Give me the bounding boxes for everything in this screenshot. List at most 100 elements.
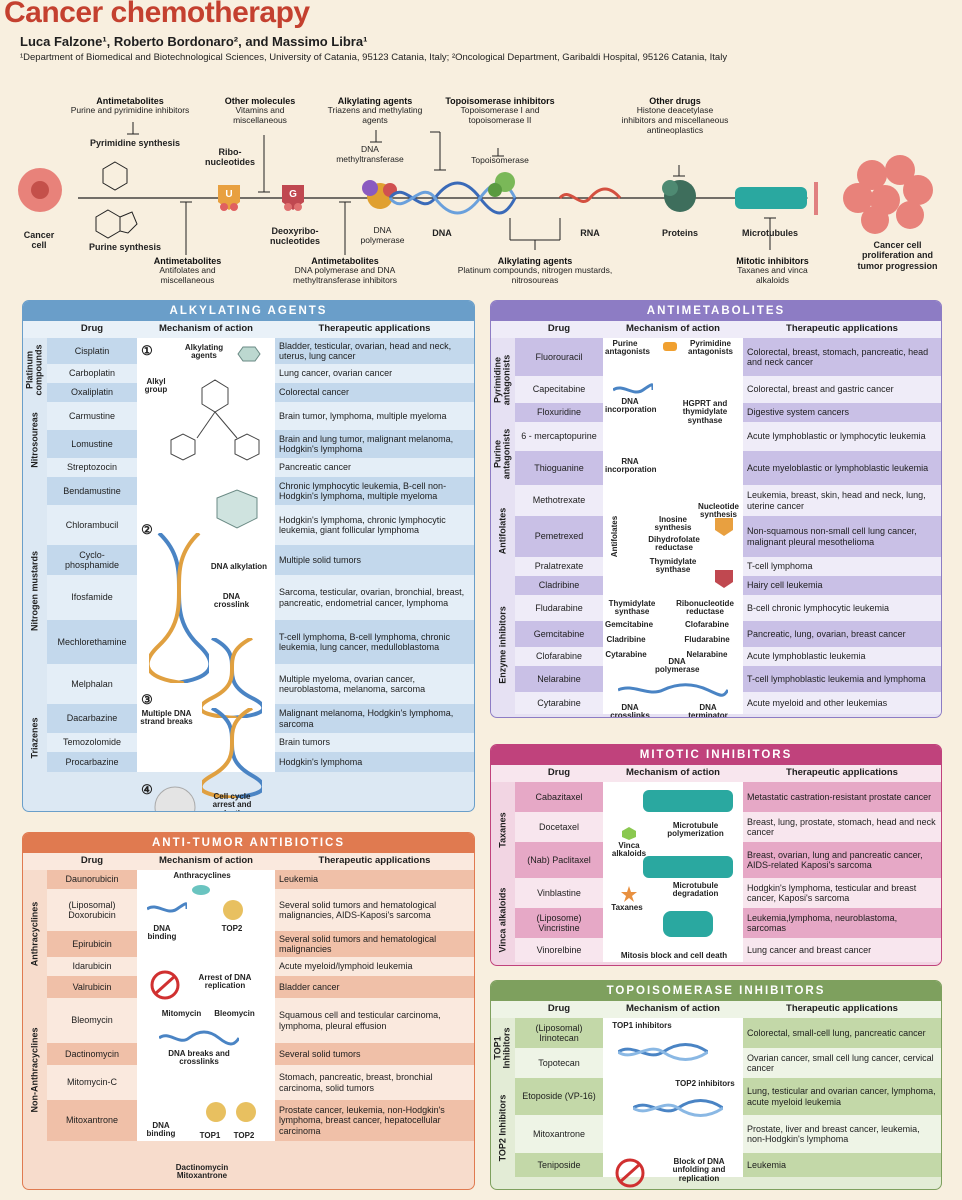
mechanism-label: TOP1 xyxy=(199,1131,221,1140)
therapeutic-application: Brain tumor, lymphoma, multiple myeloma xyxy=(275,402,474,430)
pyrimidine-structure-icon xyxy=(102,161,128,191)
therapeutic-application: Pancreatic cancer xyxy=(275,458,474,477)
drug-name: Teniposide xyxy=(515,1153,603,1177)
mechanism-label: Block of DNA unfolding and replication xyxy=(672,1157,726,1183)
therapeutic-application: Prostate, liver and breast cancer, leuke… xyxy=(743,1115,941,1153)
mechanism-label: Antifolates xyxy=(609,515,619,558)
group-label: TOP1 Inhibitors xyxy=(491,1018,515,1078)
drug-name: Pralatrexate xyxy=(515,557,603,576)
drug-name: Lomustine xyxy=(47,430,137,458)
drug-name: Dactinomycin xyxy=(47,1043,137,1065)
antitumor-panel-title: ANTI-TUMOR ANTIBIOTICS xyxy=(23,833,474,853)
group-label: Nitrosoureas xyxy=(23,402,47,477)
purine-synthesis-label: Purine synthesis xyxy=(88,242,162,252)
mechanism-label: Cell cycle arrest and death xyxy=(212,792,252,811)
microtubule-icon xyxy=(643,790,733,812)
therapeutic-application: Chronic lymphocytic leukemia, B-cell non… xyxy=(275,477,474,505)
dna-methyltransferase-label: DNA methyltransferase xyxy=(336,144,404,164)
protein-icon xyxy=(662,180,696,212)
pyrimidine-synthesis-label: Pyrimidine synthesis xyxy=(89,138,181,148)
mechanism-label: Cladribine xyxy=(606,635,646,644)
mechanism-label: Alkyl group xyxy=(144,377,168,395)
drug-name: Mitomycin-C xyxy=(47,1065,137,1100)
group-label-text: Non-Anthracyclines xyxy=(29,1026,40,1113)
therapeutic-application: Digestive system cancers xyxy=(743,403,941,422)
therapeutic-application: T-cell lymphoma, B-cell lymphoma, chroni… xyxy=(275,620,474,664)
g-nucleotide-icon xyxy=(282,185,304,211)
mechanism-label: Microtubule degradation xyxy=(672,881,719,899)
therapeutic-application: Metastatic castration-resistant prostate… xyxy=(743,782,941,812)
taxane-icon xyxy=(621,886,637,902)
mechanism-label: DNA incorporation xyxy=(605,397,657,415)
mechanism-label: Fludarabine xyxy=(684,635,730,644)
therapeutic-application: Hodgkin's lymphoma, chronic lymphocytic … xyxy=(275,505,474,545)
drug-name: Valrubicin xyxy=(47,976,137,998)
therapeutic-application: Acute myeloid/lymphoid leukemia xyxy=(275,957,474,976)
drug-name: Cisplatin xyxy=(47,338,137,364)
drug-name: Nelarabine xyxy=(515,666,603,692)
drug-name: Streptozocin xyxy=(47,458,137,477)
therapeutic-application: Bladder, testicular, ovarian, head and n… xyxy=(275,338,474,364)
therapeutic-application: Pancreatic, lung, ovarian, breast cancer xyxy=(743,621,941,647)
top1-top2-icon xyxy=(206,1102,256,1122)
mechanism-label: Taxanes xyxy=(611,903,643,912)
drug-name: (Liposome) Vincristine xyxy=(515,908,603,938)
drug-name: Melphalan xyxy=(47,664,137,704)
group-label: Non-Anthracyclines xyxy=(23,998,47,1141)
group-label-text: TOP2 Inhibitors xyxy=(497,1094,508,1161)
mechanism-label: Dihydrofolate reductase xyxy=(648,535,700,553)
therapeutic-application: Malignant melanoma, Hodgkin's lymphoma, … xyxy=(275,704,474,733)
cancer-cell-label: Cancer cell xyxy=(23,230,55,251)
group-label-text: Pyrimidine antagonists xyxy=(492,354,512,406)
therapeutic-application: Several solid tumors and hematological m… xyxy=(275,889,474,931)
drug-name: Etoposide (VP-16) xyxy=(515,1078,603,1115)
u-nucleotide-icon xyxy=(218,185,240,211)
drug-name: Mitoxantrone xyxy=(47,1100,137,1141)
group-label-text: Anthracyclines xyxy=(29,901,40,967)
g-nucleotide-icon xyxy=(715,570,733,588)
proteins-label: Proteins xyxy=(661,228,698,238)
dna-helix-icon xyxy=(149,533,209,683)
drug-name: Cyclo- phosphamide xyxy=(47,545,137,575)
therapeutic-application: Lung cancer, ovarian cancer xyxy=(275,364,474,383)
drug-name: Carmustine xyxy=(47,402,137,430)
col-app: Therapeutic applications xyxy=(786,1003,898,1015)
dna-breaks-icon xyxy=(159,1030,239,1046)
table-row: Streptozocin Pancreatic cancer xyxy=(23,458,474,477)
col-drug: Drug xyxy=(547,323,571,335)
pathway-graphics xyxy=(18,122,933,255)
drug-name: 6 - mercaptopurine xyxy=(515,422,603,451)
col-app: Therapeutic applications xyxy=(318,855,431,867)
drug-name: Fludarabine xyxy=(515,595,603,621)
page-title: Cancer chemotherapy xyxy=(4,0,310,29)
mechanism-label: HGPRT and thymidylate synthase xyxy=(682,399,728,425)
drug-name: (Nab) Paclitaxel xyxy=(515,842,603,878)
group-label-text: Enzyme inhibitors xyxy=(497,606,508,684)
col-drug: Drug xyxy=(80,855,104,867)
group-label: Vinca alkaloids xyxy=(491,878,515,962)
